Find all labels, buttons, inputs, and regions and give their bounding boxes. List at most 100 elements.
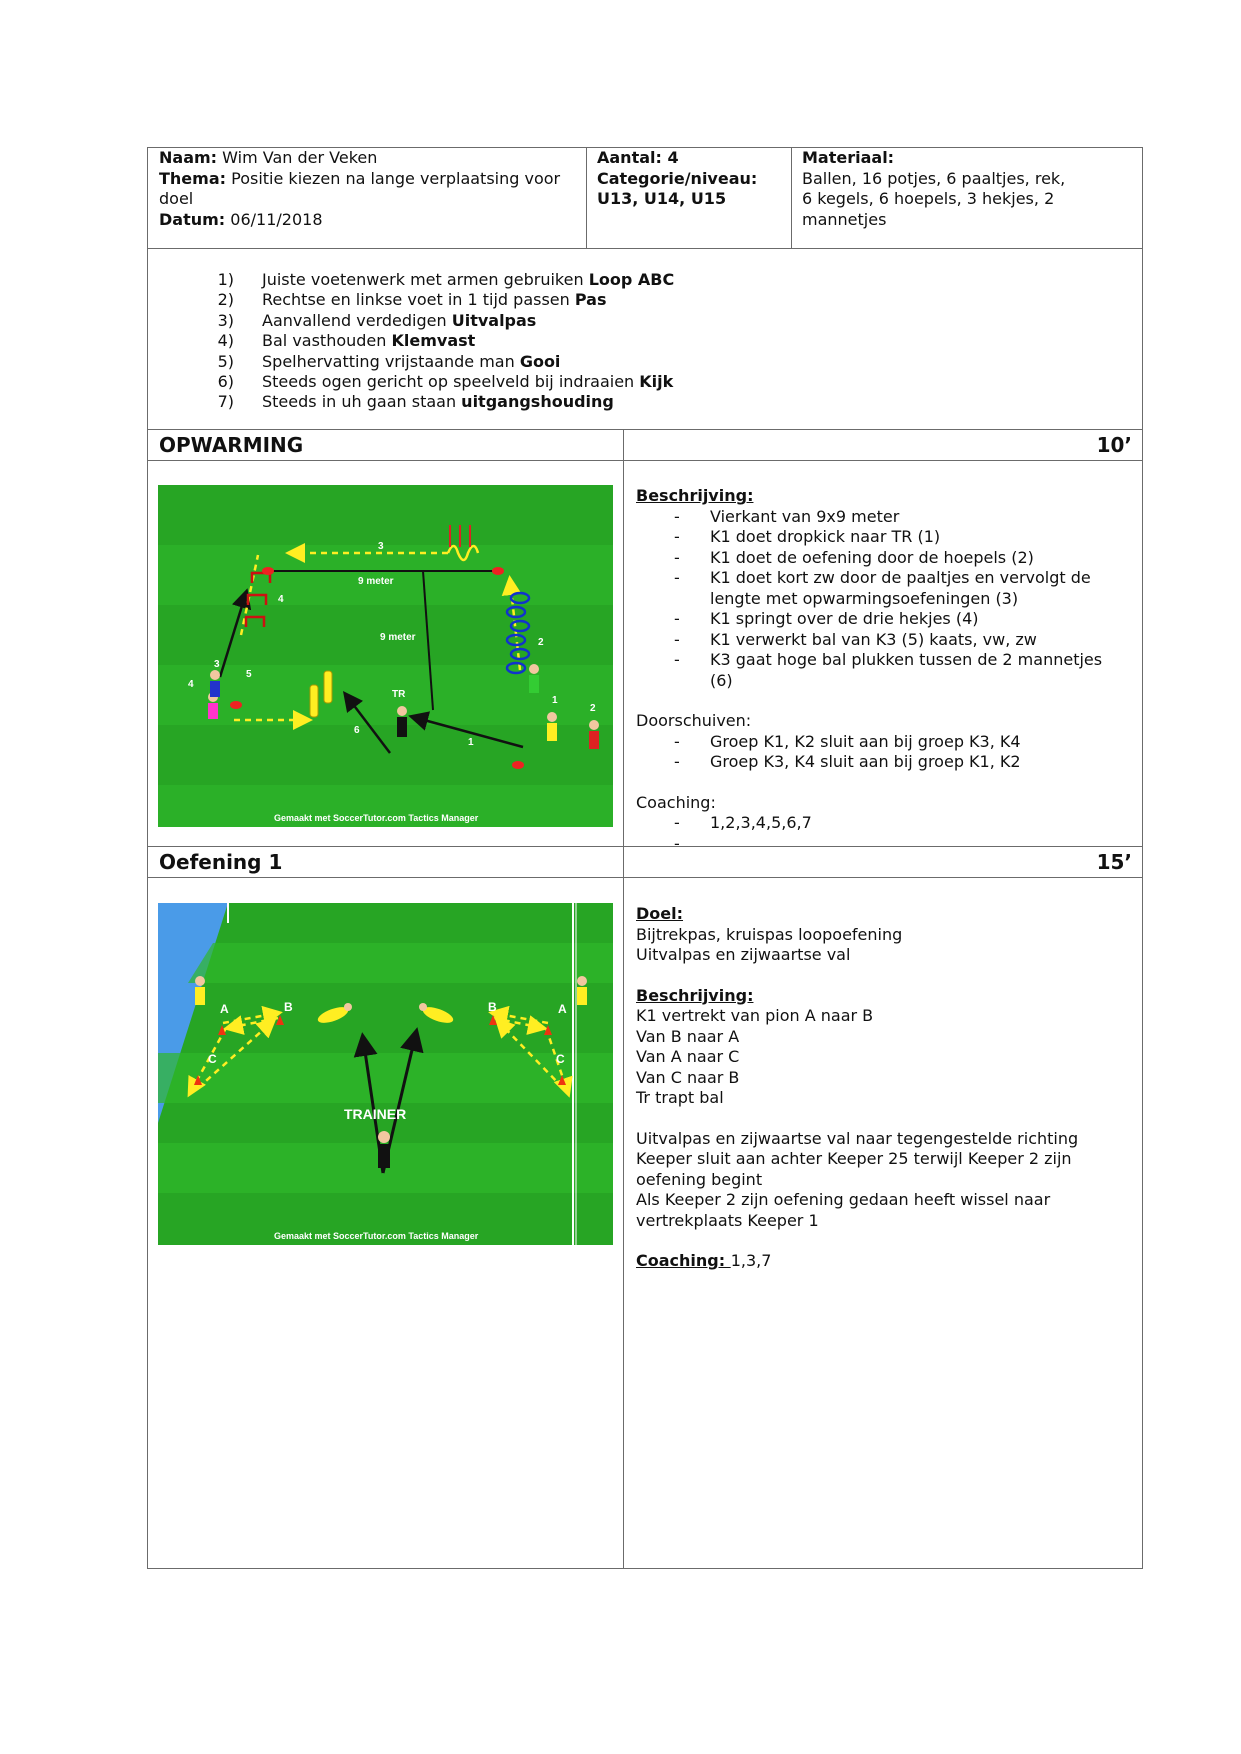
materiaal-line: Ballen, 16 potjes, 6 paaltjes, rek,: [802, 168, 1066, 188]
diagram-label: 9 meter: [358, 576, 394, 587]
diagram-label: 3: [214, 659, 220, 670]
desc-line: Van C naar B: [636, 1067, 740, 1087]
coaching-item: [636, 834, 1102, 855]
oef1-diagram: A B C B A C TRAINER Gemaakt met SoccerTu…: [158, 903, 613, 1245]
doel-line: Uitvalpas en zijwaartse val: [636, 945, 851, 964]
run-arrow: [488, 1005, 549, 1026]
border-right: [1142, 147, 1143, 1569]
thema-value-cont: doel: [159, 189, 194, 208]
diagram-label: TRAINER: [344, 1106, 406, 1122]
desc-line: Van A naar C: [636, 1047, 740, 1066]
border-bottom: [147, 1568, 1143, 1569]
goal-item: 1)Juiste voetenwerk met armen gebruiken …: [217, 270, 675, 289]
warmup-description: Beschrijving: Vierkant van 9x9 meter K1 …: [636, 486, 1102, 854]
diagram-label: 6: [354, 725, 360, 736]
row-line-1: [147, 248, 1143, 249]
border-top: [147, 147, 1143, 148]
run-arrow: [239, 554, 260, 636]
diagram-label: 4: [188, 679, 194, 690]
diagram-credit: Gemaakt met SoccerTutor.com Tactics Mana…: [274, 1231, 479, 1241]
mannequins: [309, 670, 333, 718]
extra-line: oefening begint: [636, 1169, 763, 1189]
pitch: [158, 485, 613, 827]
rotate-item: Groep K1, K2 sluit aan bij groep K3, K4: [636, 732, 1102, 753]
desc-item-cont: (6): [710, 670, 733, 690]
desc-item: K1 doet de oefening door de hoepels (2): [636, 548, 1102, 569]
extra-line: Uitvalpas en zijwaartse val naar tegenge…: [636, 1128, 1079, 1148]
goal-item: 7)Steeds in uh gaan staan uitgangshoudin…: [217, 392, 614, 412]
border-left: [147, 147, 148, 1569]
datum-label: Datum:: [159, 209, 226, 229]
diagram-label: B: [488, 1000, 497, 1014]
thema-label: Thema:: [159, 168, 227, 188]
desc-item: K3 gaat hoge bal plukken tussen de 2 man…: [636, 650, 1102, 671]
diagram-label: C: [208, 1052, 217, 1066]
coaching-label: Coaching:: [636, 1251, 731, 1270]
run-arrow: [492, 1015, 548, 1035]
desc-line: Van B naar A: [636, 1026, 740, 1046]
run-arrow: [197, 1017, 277, 1089]
diagram-label: 1: [552, 695, 558, 706]
pitch-stripe: [158, 1053, 613, 1103]
diagram-label: 9 meter: [380, 632, 416, 643]
diagram-label: A: [220, 1002, 229, 1016]
goal-item: 6)Steeds ogen gericht op speelveld bij i…: [217, 372, 674, 392]
materiaal-line: mannetjes: [802, 209, 887, 229]
diagram-label: 5: [246, 669, 252, 680]
rotate-label: Doorschuiven:: [636, 711, 752, 730]
run-arrow: [222, 1005, 283, 1026]
coaching-value: 1,3,7: [730, 1251, 772, 1270]
desc-label: Beschrijving:: [636, 486, 754, 505]
doel-line: Bijtrekpas, kruispas loopoefening: [636, 924, 903, 944]
desc-item: K1 doet kort zw door de paaltjes en verv…: [636, 568, 1102, 589]
rotate-item: Groep K3, K4 sluit aan bij groep K1, K2: [636, 752, 1102, 773]
naam-value: Wim Van der Veken: [222, 148, 378, 167]
header-aantal: Aantal: 4 Categorie/niveau: U13, U14, U1…: [597, 148, 757, 210]
goals-list: 1)Juiste voetenwerk met armen gebruiken …: [176, 270, 675, 413]
extra-line: vertrekplaats Keeper 1: [636, 1210, 819, 1230]
section-title-oef1: Oefening 1: [159, 850, 283, 874]
row-line-5: [147, 877, 1143, 878]
cones: [194, 1015, 566, 1085]
diagram-label: C: [556, 1052, 565, 1066]
coaching-label: Coaching:: [636, 792, 716, 812]
categorie-value: U13, U14, U15: [597, 189, 727, 208]
desc-item: K1 doet dropkick naar TR (1): [636, 527, 1102, 548]
pass-arrow: [408, 711, 524, 749]
goal-item: 2)Rechtse en linkse voet in 1 tijd passe…: [217, 290, 607, 310]
oef1-description: Doel: Bijtrekpas, kruispas loopoefening …: [636, 904, 1078, 1272]
pitch-stripe: [158, 785, 613, 827]
row-line-2: [147, 429, 1143, 430]
header-materiaal: Materiaal: Ballen, 16 potjes, 6 paaltjes…: [802, 148, 1065, 230]
materiaal-label: Materiaal:: [802, 148, 895, 167]
col-line-3: [623, 429, 624, 1569]
coaching-item: 1,2,3,4,5,6,7: [636, 813, 1102, 834]
desc-line: K1 vertrekt van pion A naar B: [636, 1006, 874, 1025]
naam-label: Naam:: [159, 148, 218, 167]
desc-line: Tr trapt bal: [636, 1088, 724, 1107]
diagram-label: TR: [392, 689, 406, 700]
players: [208, 664, 599, 749]
diagram-label: 2: [590, 703, 596, 714]
desc-item: K1 verwerkt bal van K3 (5) kaats, vw, zw: [636, 630, 1102, 651]
pass-arrow: [342, 691, 391, 754]
desc-item: Vierkant van 9x9 meter: [636, 507, 1102, 528]
categorie-label: Categorie/niveau:: [597, 168, 758, 188]
desc-label: Beschrijving:: [636, 985, 754, 1005]
hurdles: [244, 571, 272, 627]
section-duration-oef1: 15’: [1096, 850, 1132, 874]
section-title-warmup: OPWARMING: [159, 433, 304, 457]
aantal: Aantal: 4: [597, 148, 679, 167]
goal-item: 4)Bal vasthouden Klemvast: [217, 331, 476, 351]
row-line-3: [147, 460, 1143, 461]
header-info: Naam: Wim Van der Veken Thema: Positie k…: [159, 148, 560, 230]
goal-item: 5)Spelhervatting vrijstaande man Gooi: [217, 351, 561, 371]
diagram-credit: Gemaakt met SoccerTutor.com Tactics Mana…: [274, 813, 479, 823]
pitch-stripe: [158, 545, 613, 605]
doel-label: Doel:: [636, 904, 684, 923]
run-arrow: [223, 1015, 279, 1035]
pitch-stripe: [158, 665, 613, 725]
zigzag-run: [446, 544, 480, 562]
diagram-label: 3: [378, 541, 384, 552]
extra-line: Als Keeper 2 zijn oefening gedaan heeft …: [636, 1190, 1051, 1209]
